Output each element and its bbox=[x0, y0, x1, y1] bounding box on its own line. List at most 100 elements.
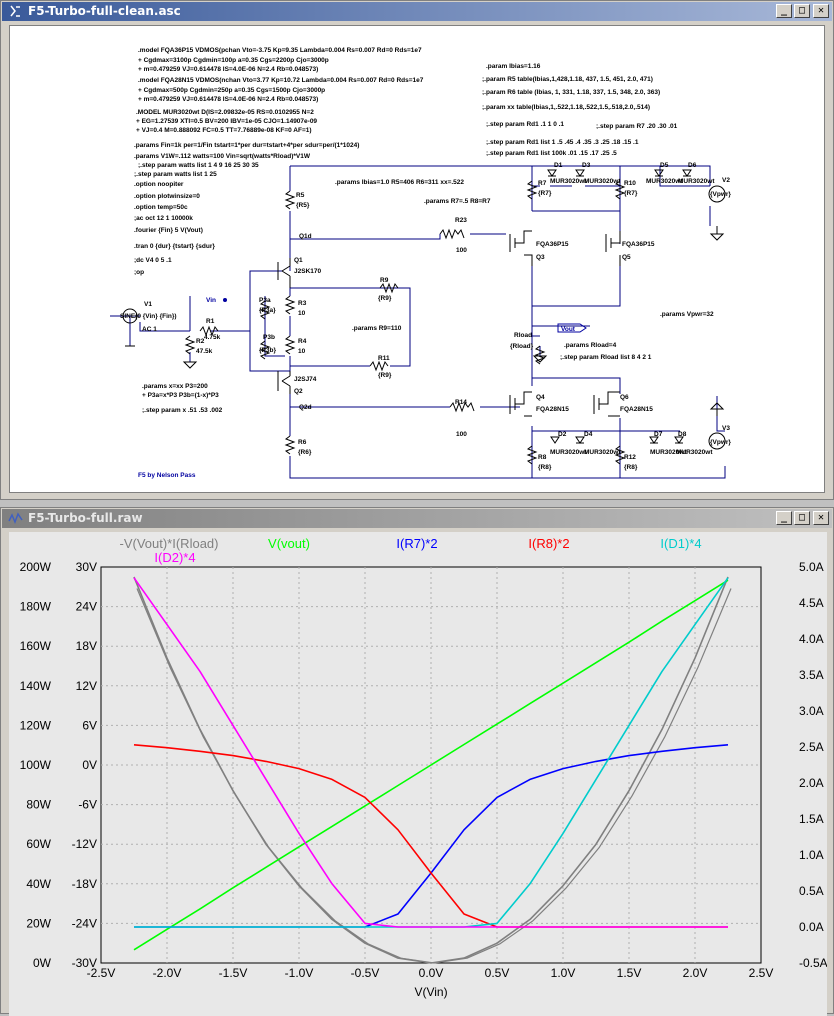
label-D3: D3 bbox=[582, 162, 591, 169]
right-tick-label: 4.0A bbox=[799, 632, 824, 646]
directive: .model FQA28N15 VDMOS(nchan Vto=3.77 Kp=… bbox=[138, 77, 424, 84]
label-R8v: {R8} bbox=[538, 464, 552, 471]
label-Q6: Q6 bbox=[620, 394, 629, 401]
label-R10v: {R7} bbox=[624, 190, 638, 197]
left-tick-label: 0W bbox=[33, 956, 52, 970]
directive: .MODEL MUR3020wt D(IS=2.09832e-05 RS=0.0… bbox=[136, 109, 314, 116]
designer-credit: F5 by Nelson Pass bbox=[138, 472, 196, 479]
directive: .option plotwinsize=0 bbox=[134, 193, 200, 200]
directive: + m=0.479259 VJ=0.614478 IS=4.0E-06 N=2.… bbox=[138, 66, 318, 73]
label-R11: R11 bbox=[378, 355, 390, 362]
label-V1: V1 bbox=[144, 301, 152, 308]
left-tick-label: 40W bbox=[26, 877, 51, 891]
directive: ;op bbox=[134, 269, 144, 276]
mid-tick-label: 0V bbox=[82, 758, 97, 772]
mid-tick-label: -30V bbox=[72, 956, 97, 970]
right-tick-label: 0.5A bbox=[799, 884, 824, 898]
label-d-model: MUR3020wt bbox=[584, 178, 621, 185]
mid-tick-label: 30V bbox=[76, 560, 97, 574]
plot-titlebar[interactable]: F5-Turbo-full.raw _ □ ✕ bbox=[2, 509, 832, 528]
right-tick-label: 3.0A bbox=[799, 704, 824, 718]
label-R6v: {R6} bbox=[298, 449, 312, 456]
directive: .params Rload=4 bbox=[564, 342, 617, 349]
label-V2v: {Vpwr} bbox=[710, 191, 731, 198]
x-tick-label: 2.5V bbox=[749, 966, 774, 980]
directive: ;.step param Rd1 list 1 .5 .45 .4 .35 .3… bbox=[486, 139, 639, 146]
directive: ;.param R5 table(Ibias,1,428,1.18, 437, … bbox=[482, 76, 653, 83]
right-tick-label: 5.0A bbox=[799, 560, 824, 574]
legend-entry[interactable]: I(D2)*4 bbox=[154, 550, 195, 565]
left-tick-label: 80W bbox=[26, 798, 51, 812]
directive: .params Ibias=1.0 R5=406 R6=311 xx=.522 bbox=[335, 179, 464, 186]
x-tick-label: -1.5V bbox=[219, 966, 248, 980]
label-Q5t: FQA36P15 bbox=[622, 241, 655, 248]
label-Q3t: FQA36P15 bbox=[536, 241, 569, 248]
close-button[interactable]: ✕ bbox=[813, 511, 829, 525]
schematic-app-icon bbox=[10, 5, 20, 17]
directive: ;.step param x .51 .53 .002 bbox=[142, 407, 223, 414]
right-tick-label: 1.5A bbox=[799, 812, 824, 826]
directive: ;ac oct 12 1 10000k bbox=[134, 215, 193, 222]
minimize-button[interactable]: _ bbox=[776, 4, 792, 18]
vin-node bbox=[223, 298, 227, 302]
schematic-title: F5-Turbo-full-clean.asc bbox=[28, 4, 181, 18]
label-R11v: {R9} bbox=[378, 372, 392, 379]
right-tick-label: 0.0A bbox=[799, 920, 824, 934]
schematic-drawing[interactable]: .model FQA36P15 VDMOS(pchan Vto=-3.75 Kp… bbox=[10, 26, 825, 493]
label-Rload: Rload bbox=[514, 332, 532, 339]
label-d-model: MUR3020wt bbox=[550, 178, 587, 185]
legend-entry[interactable]: I(D1)*4 bbox=[660, 536, 701, 551]
label-R9v: {R9} bbox=[378, 295, 392, 302]
plot-title: F5-Turbo-full.raw bbox=[28, 511, 143, 525]
left-tick-label: 60W bbox=[26, 837, 51, 851]
label-Q4t: FQA28N15 bbox=[536, 406, 569, 413]
label-R8: R8 bbox=[538, 454, 547, 461]
label-vin: Vin bbox=[206, 297, 216, 304]
directive: ;.param R6 table (Ibias, 1, 331, 1.18, 3… bbox=[482, 89, 660, 96]
label-R6: R6 bbox=[298, 439, 307, 446]
x-tick-label: 2.0V bbox=[683, 966, 708, 980]
label-V1ac: AC 1 bbox=[142, 326, 157, 333]
legend-entry[interactable]: I(R7)*2 bbox=[396, 536, 437, 551]
maximize-button[interactable]: □ bbox=[794, 511, 810, 525]
x-tick-label: 1.0V bbox=[551, 966, 576, 980]
vout-net-tag bbox=[557, 323, 587, 333]
right-tick-label: 2.5A bbox=[799, 740, 824, 754]
legend-entry[interactable]: V(vout) bbox=[268, 536, 310, 551]
schematic-titlebar[interactable]: F5-Turbo-full-clean.asc _ □ ✕ bbox=[2, 2, 832, 21]
left-tick-label: 120W bbox=[20, 718, 52, 732]
mid-tick-label: -12V bbox=[72, 837, 97, 851]
directive: + EG=1.27539 XTI=0.5 BV=200 IBV=1e-05 CJ… bbox=[136, 118, 317, 125]
directive: .tran 0 {dur} {tstart} {sdur} bbox=[134, 243, 215, 250]
label-R2: R2 bbox=[196, 338, 205, 345]
close-button[interactable]: ✕ bbox=[813, 4, 829, 18]
label-Q1: Q1 bbox=[294, 257, 303, 264]
label-d-model: MUR3020wt bbox=[678, 178, 715, 185]
label-Q5: Q5 bbox=[622, 254, 631, 261]
label-V2: V2 bbox=[722, 177, 730, 184]
label-Q6t: FQA28N15 bbox=[620, 406, 653, 413]
left-tick-label: 20W bbox=[26, 916, 51, 930]
label-R12: R12 bbox=[624, 454, 636, 461]
directive: .params Vpwr=32 bbox=[660, 311, 714, 318]
legend-entry[interactable]: I(R8)*2 bbox=[528, 536, 569, 551]
label-R12v: {R8} bbox=[624, 464, 638, 471]
x-axis-label: V(Vin) bbox=[414, 985, 447, 999]
minimize-button[interactable]: _ bbox=[776, 511, 792, 525]
label-Q1d: Q1d bbox=[299, 233, 312, 240]
schematic-canvas[interactable]: .model FQA36P15 VDMOS(pchan Vto=-3.75 Kp… bbox=[9, 25, 825, 493]
maximize-button[interactable]: □ bbox=[794, 4, 810, 18]
legend-entry[interactable]: -V(Vout)*I(Rload) bbox=[120, 536, 219, 551]
mid-tick-label: 24V bbox=[76, 600, 97, 614]
directive: ;dc V4 0 5 .1 bbox=[134, 257, 172, 264]
label-R2v: 47.5k bbox=[196, 348, 213, 355]
plot-window: F5-Turbo-full.raw _ □ ✕ -V(Vout)*I(Rload… bbox=[0, 507, 834, 1016]
directive: ;.param xx table(Ibias,1,.522,1.18,.522,… bbox=[482, 104, 650, 111]
directive: + Cgdmax=500p Cgdmin=250p a=0.35 Cgs=150… bbox=[138, 87, 325, 94]
mid-tick-label: 12V bbox=[76, 679, 97, 693]
label-d-model: MUR3020wt bbox=[676, 449, 713, 456]
directive: ;.step param Rd1 list 100k .01 .15 .17 .… bbox=[486, 150, 617, 157]
x-tick-label: 0.5V bbox=[485, 966, 510, 980]
